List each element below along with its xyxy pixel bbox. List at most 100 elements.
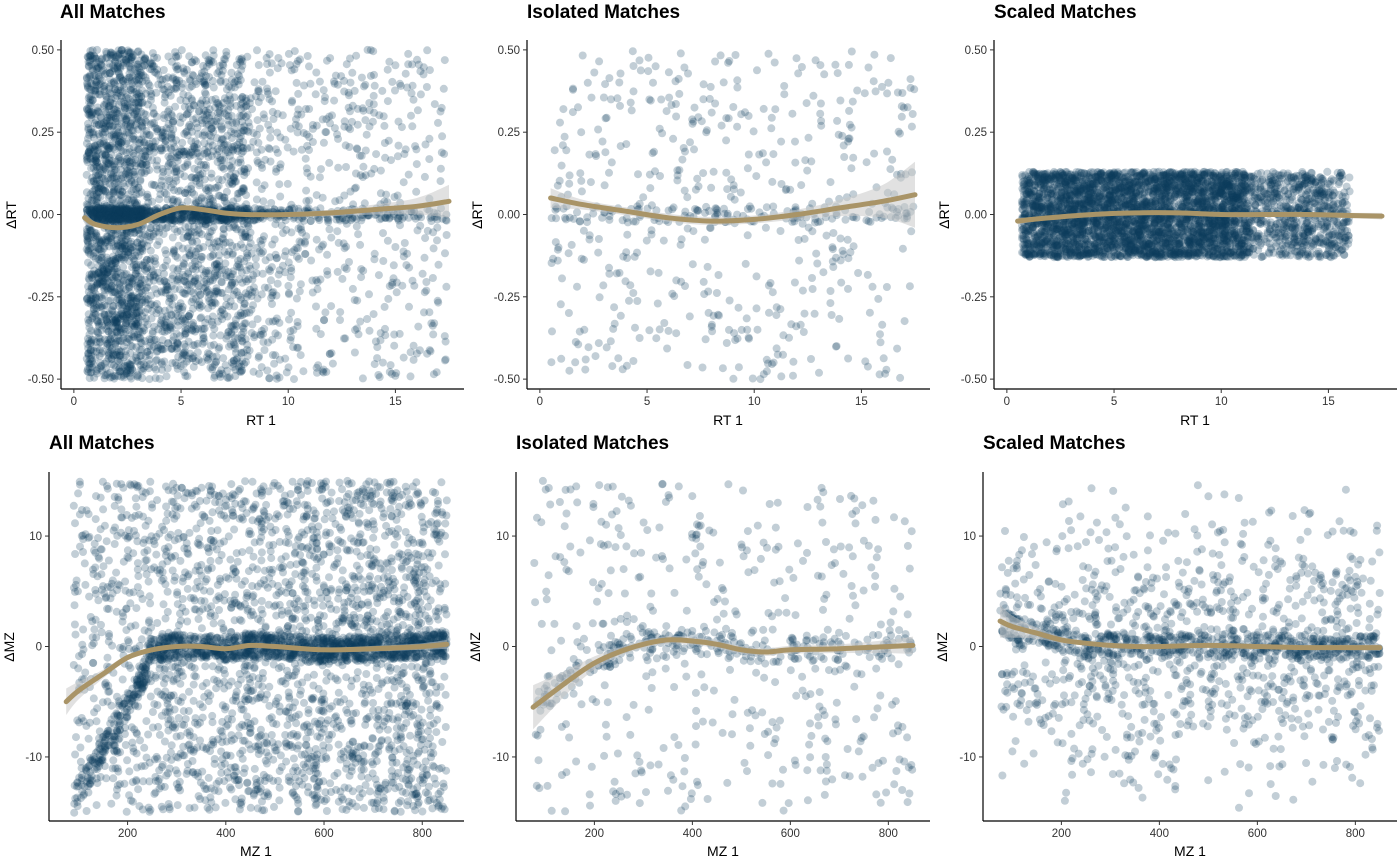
data-point xyxy=(808,274,816,282)
data-point xyxy=(650,147,658,156)
data-point xyxy=(350,296,359,304)
data-point xyxy=(590,68,599,77)
data-point xyxy=(103,268,112,277)
data-point xyxy=(145,351,154,359)
data-point xyxy=(197,116,206,125)
data-point xyxy=(652,334,661,343)
data-point xyxy=(722,339,731,347)
data-point xyxy=(167,294,176,303)
data-point xyxy=(253,116,262,125)
data-point xyxy=(767,113,776,122)
data-point xyxy=(265,145,274,153)
data-point xyxy=(146,96,155,105)
data-point xyxy=(209,331,218,340)
data-point xyxy=(305,146,313,154)
data-point xyxy=(100,207,109,215)
data-point xyxy=(101,209,110,218)
data-point xyxy=(110,313,119,322)
data-point xyxy=(258,269,267,278)
data-point xyxy=(390,341,399,350)
data-point xyxy=(789,371,797,380)
data-point xyxy=(127,156,136,165)
data-point xyxy=(106,296,115,305)
data-point xyxy=(811,56,820,65)
data-point xyxy=(558,274,566,283)
data-point xyxy=(149,342,158,351)
data-point xyxy=(380,121,389,130)
data-point xyxy=(283,143,292,152)
data-point xyxy=(237,65,246,74)
data-point xyxy=(155,374,164,383)
data-point xyxy=(206,341,215,350)
data-point xyxy=(184,232,192,241)
data-point xyxy=(157,341,165,350)
data-point xyxy=(707,183,716,192)
data-point xyxy=(714,310,722,319)
data-point xyxy=(205,191,214,200)
data-point xyxy=(346,107,354,116)
data-point xyxy=(352,215,361,224)
data-point xyxy=(355,151,364,160)
data-point xyxy=(230,286,239,295)
data-point xyxy=(122,229,131,238)
data-point xyxy=(137,153,146,161)
data-point xyxy=(636,66,645,75)
data-point xyxy=(188,354,197,363)
data-point xyxy=(121,211,130,220)
data-point xyxy=(440,332,449,341)
data-point xyxy=(644,53,653,62)
data-point xyxy=(264,338,272,347)
data-point xyxy=(762,203,771,212)
data-point xyxy=(293,252,301,261)
data-point xyxy=(870,50,879,59)
data-point xyxy=(684,69,692,78)
data-point xyxy=(152,112,161,121)
data-point xyxy=(907,227,916,236)
data-point xyxy=(167,131,176,140)
data-point xyxy=(259,247,267,256)
data-point xyxy=(116,73,125,82)
data-point xyxy=(101,70,109,79)
data-point xyxy=(614,354,623,363)
data-point xyxy=(86,226,95,235)
data-point xyxy=(420,253,429,262)
data-point xyxy=(663,344,672,353)
data-point xyxy=(112,53,121,61)
data-point xyxy=(798,286,807,295)
data-point xyxy=(772,303,781,312)
data-point xyxy=(346,187,355,196)
data-point xyxy=(177,145,186,154)
data-point xyxy=(113,278,122,287)
data-point xyxy=(756,375,765,384)
data-point xyxy=(623,254,632,262)
data-point xyxy=(771,105,780,114)
data-point xyxy=(130,110,139,119)
data-point xyxy=(90,208,99,217)
data-point xyxy=(844,284,852,293)
data-point xyxy=(136,334,145,343)
data-point xyxy=(165,216,174,225)
data-point xyxy=(374,271,383,280)
data-point xyxy=(389,261,398,270)
data-point xyxy=(145,81,154,90)
data-point xyxy=(146,224,155,233)
data-point xyxy=(406,372,415,381)
data-point xyxy=(286,327,295,336)
data-point xyxy=(418,269,427,278)
data-point xyxy=(282,368,291,377)
data-point xyxy=(107,215,116,224)
data-point xyxy=(107,238,116,247)
data-point xyxy=(279,229,287,238)
x-tick-label: 0 xyxy=(71,396,77,408)
data-point xyxy=(213,69,222,78)
data-point xyxy=(115,191,124,200)
data-point xyxy=(365,290,373,299)
data-point xyxy=(441,216,450,224)
data-point xyxy=(733,76,742,85)
data-point xyxy=(257,205,266,214)
data-point xyxy=(147,335,156,344)
data-point xyxy=(94,262,103,270)
data-point xyxy=(154,343,163,352)
data-point xyxy=(577,128,586,137)
data-point xyxy=(868,282,877,291)
